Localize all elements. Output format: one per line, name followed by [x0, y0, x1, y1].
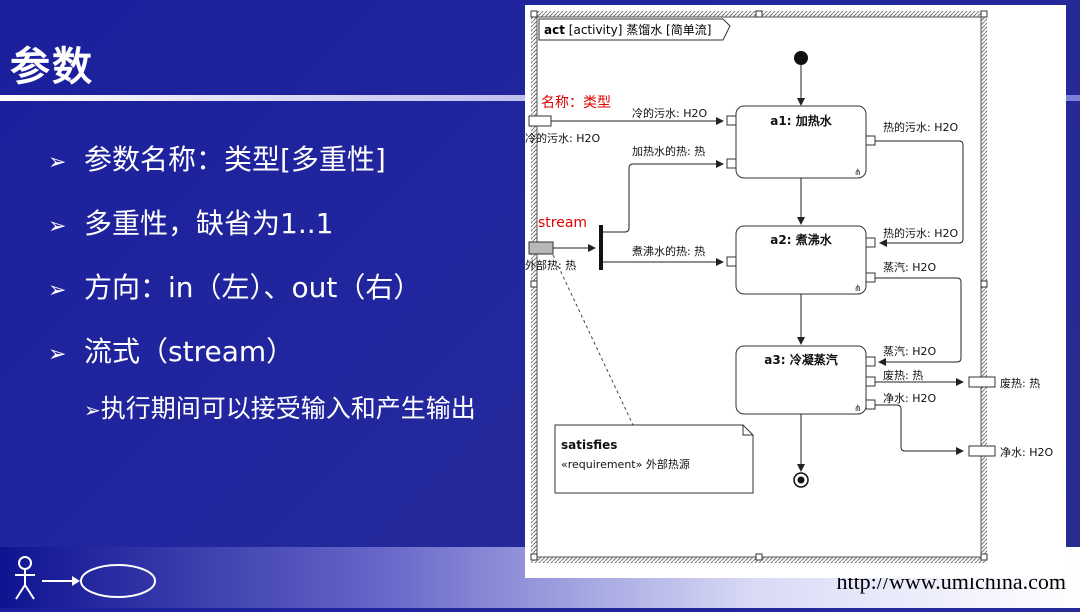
arrow-bullet-icon: ➢	[48, 150, 67, 175]
pin	[865, 237, 876, 248]
parameter-external-heat	[528, 241, 554, 255]
svg-text:加热水的热: 热: 加热水的热: 热	[632, 144, 705, 158]
arrow-bullet-icon: ➢	[48, 278, 67, 303]
svg-text:热的污水: H2O: 热的污水: H2O	[883, 226, 958, 240]
svg-text:净水: H2O: 净水: H2O	[883, 391, 936, 405]
arrow-bullet-icon: ➢	[84, 398, 101, 422]
requirement-note	[554, 424, 754, 494]
sub-bullet: ➢执行期间可以接受输入和产生输出	[84, 394, 476, 423]
svg-text:蒸汽: H2O: 蒸汽: H2O	[883, 344, 936, 358]
svg-text:act [activity] 蒸馏水 [简单流]: act [activity] 蒸馏水 [简单流]	[544, 23, 711, 37]
rake-icon: ⋔	[854, 284, 862, 294]
svg-text:«requirement» 外部热源: «requirement» 外部热源	[561, 457, 690, 471]
svg-text:a1: 加热水: a1: 加热水	[770, 113, 832, 128]
rake-icon: ⋔	[854, 168, 862, 178]
parameter-cold-water	[528, 115, 552, 127]
pin	[865, 376, 876, 387]
svg-text:净水: H2O: 净水: H2O	[1000, 445, 1053, 459]
arrow-bullet-icon: ➢	[48, 342, 67, 367]
arrow-bullet-icon: ➢	[48, 214, 67, 239]
svg-text:satisfies: satisfies	[561, 438, 617, 452]
activity-diagram: act [activity] 蒸馏水 [简单流] 名称：类型 stream 冷的…	[525, 10, 1053, 563]
svg-text:冷的污水: H2O: 冷的污水: H2O	[525, 131, 600, 145]
initial-node	[794, 51, 808, 65]
svg-text:蒸汽: H2O: 蒸汽: H2O	[883, 260, 936, 274]
frame-label-tab	[538, 18, 731, 41]
pin	[865, 356, 876, 367]
actor-usecase-icon	[15, 556, 156, 600]
note-anchor	[552, 254, 634, 426]
rake-icon: ⋔	[854, 404, 862, 414]
svg-text:a3: 冷凝蒸汽: a3: 冷凝蒸汽	[764, 352, 837, 367]
svg-text:废热: 热: 废热: 热	[883, 368, 923, 382]
pin	[726, 115, 737, 126]
fork-bar	[599, 225, 603, 270]
pin	[865, 135, 876, 146]
svg-text:a2: 煮沸水: a2: 煮沸水	[770, 232, 832, 247]
bullet-item: ➢参数名称：类型[多重性]	[48, 143, 386, 176]
svg-text:废热: 热: 废热: 热	[1000, 376, 1040, 390]
bullet-item: ➢流式（stream）	[48, 335, 295, 368]
svg-text:外部热: 热: 外部热: 热	[525, 258, 576, 272]
parameter-clean-water	[968, 445, 996, 457]
slide-title: 参数	[10, 44, 94, 90]
parameter-waste-heat	[968, 376, 996, 388]
pin	[865, 399, 876, 410]
annotation-name-type: 名称：类型	[541, 95, 611, 111]
svg-text:煮沸水的热: 热: 煮沸水的热: 热	[632, 244, 705, 258]
bullet-item: ➢多重性，缺省为1..1	[48, 207, 334, 240]
pin	[726, 256, 737, 267]
pin	[865, 272, 876, 283]
pin	[726, 158, 737, 169]
svg-text:冷的污水: H2O: 冷的污水: H2O	[632, 106, 707, 120]
diagram-panel: act [activity] 蒸馏水 [简单流] 名称：类型 stream 冷的…	[525, 5, 1066, 578]
bullet-item: ➢方向：in（左）、out（右）	[48, 271, 422, 304]
annotation-stream: stream	[538, 215, 587, 231]
svg-text:热的污水: H2O: 热的污水: H2O	[883, 120, 958, 134]
